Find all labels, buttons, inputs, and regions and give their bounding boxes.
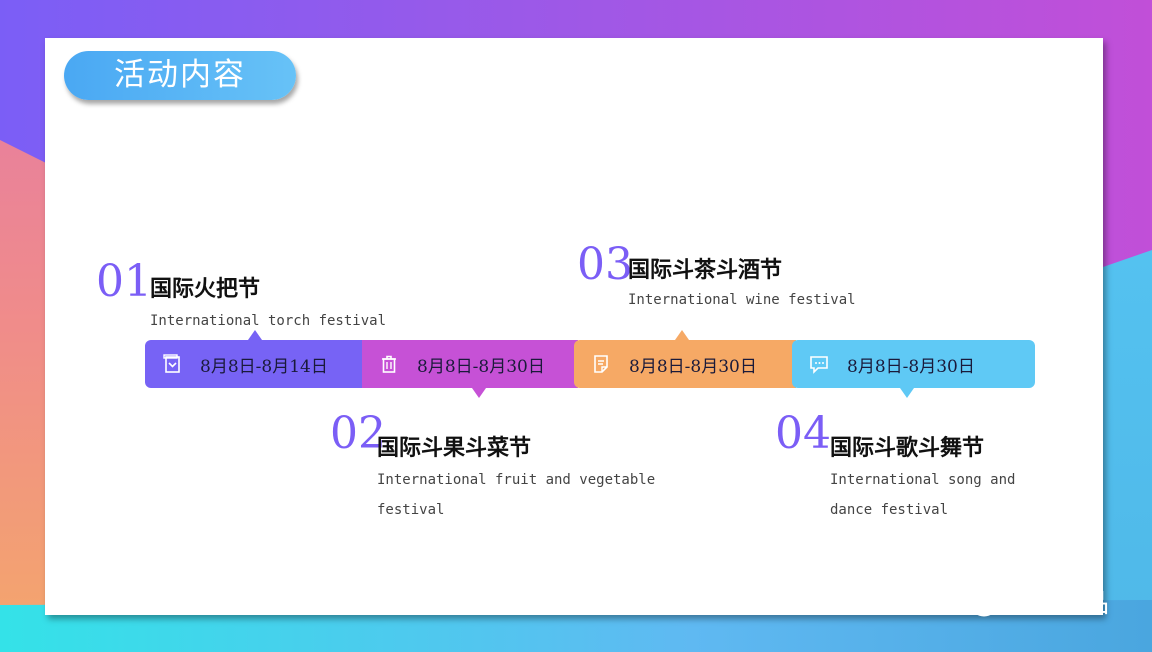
event-subtitle: International fruit and vegetable: [377, 472, 656, 488]
chat-icon: [810, 356, 828, 374]
timeline-pointer: [248, 330, 262, 340]
trash-icon: [382, 355, 396, 373]
document-icon: [594, 355, 608, 373]
timeline-pointer: [675, 330, 689, 340]
event-subtitle: festival: [377, 502, 445, 518]
event-subtitle: International song and: [830, 472, 1016, 488]
event-title: 国际斗果斗菜节: [377, 436, 532, 461]
content-card: [45, 38, 1103, 615]
event-subtitle: dance festival: [830, 502, 949, 518]
event-number: 01: [96, 256, 152, 307]
event-date: 8月8日-8月14日: [200, 356, 328, 377]
event-subtitle: International wine festival: [628, 292, 856, 308]
event-date: 8月8日-8月30日: [847, 356, 975, 377]
timeline-segment-03: 8月8日-8月30日: [574, 340, 796, 388]
event-subtitle: International torch festival: [150, 313, 387, 329]
timeline-pointer: [472, 388, 486, 398]
event-number: 03: [577, 239, 633, 290]
event-date: 8月8日-8月30日: [417, 356, 545, 377]
event-title: 国际斗茶斗酒节: [628, 258, 783, 283]
watermark-text: 中特聚品: [1005, 589, 1110, 619]
timeline-pointer: [900, 388, 914, 398]
wechat-icon: [956, 586, 996, 616]
event-number: 02: [330, 408, 386, 459]
event-title: 国际斗歌斗舞节: [830, 436, 985, 461]
event-number: 04: [775, 408, 831, 459]
timeline-segment-01: 8月8日-8月14日: [145, 340, 367, 388]
event-date: 8月8日-8月30日: [629, 356, 757, 377]
watermark: 中特聚品: [955, 583, 1109, 620]
event-title: 国际火把节: [150, 277, 261, 302]
slide-title: 活动内容: [64, 51, 296, 100]
calendar-icon: [163, 354, 180, 373]
timeline-segment-02: 8月8日-8月30日: [362, 340, 578, 388]
timeline-segment-04: 8月8日-8月30日: [792, 340, 1035, 388]
